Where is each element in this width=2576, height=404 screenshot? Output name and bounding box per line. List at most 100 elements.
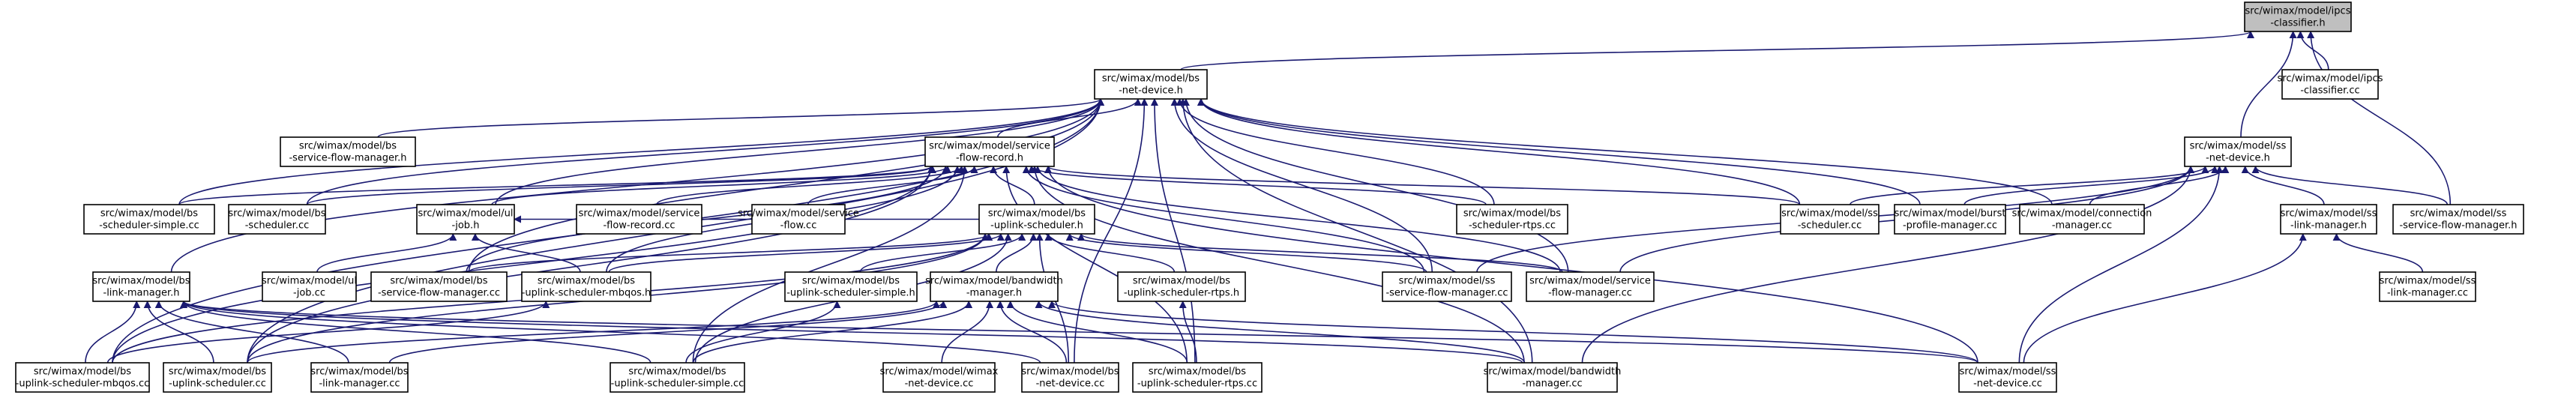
file-node-label: -uplink-scheduler.h: [990, 220, 1083, 232]
file-node-label: src/wimax/model/ul: [262, 276, 357, 287]
file-node-ss-netdev-cc[interactable]: src/wimax/model/ss-net-device.cc: [1958, 362, 2057, 393]
dependency-edge: [85, 301, 141, 364]
file-node-label: src/wimax/model/bs: [988, 208, 1086, 220]
file-node-box: [1780, 204, 1880, 235]
file-node-burst-pm-cc[interactable]: src/wimax/model/burst-profile-manager.cc: [1894, 204, 2006, 235]
dependency-edge: [685, 301, 841, 364]
dependency-edge: [2241, 166, 2325, 205]
file-node-ss-link-mgr-h[interactable]: src/wimax/model/ss-link-manager.h: [2280, 204, 2377, 235]
dependency-edge: [656, 166, 966, 205]
file-node-label: -uplink-scheduler-rtps.cc: [1137, 379, 1257, 390]
file-node-box: [15, 362, 150, 393]
file-node-label: -link-manager.cc: [2387, 288, 2468, 299]
file-node-wimax-netdev-cc[interactable]: src/wimax/model/wimax-net-device.cc: [880, 362, 999, 393]
file-node-bs-sched-simple-cc[interactable]: src/wimax/model/bs-scheduler-simple.cc: [83, 204, 215, 235]
file-node-bs-ul-mbqos-h[interactable]: src/wimax/model/bs-uplink-scheduler-mbqo…: [521, 271, 651, 302]
file-node-ss-sched-cc[interactable]: src/wimax/model/ss-scheduler.cc: [1780, 204, 1880, 235]
file-node-ss-sfm-cc[interactable]: src/wimax/model/ss-service-flow-manager.…: [1382, 271, 1512, 302]
file-node-label: src/wimax/model/bs: [1021, 367, 1119, 378]
file-node-box: [924, 136, 1055, 167]
file-node-label: src/wimax/model/bs: [390, 276, 487, 287]
dependency-edge: [2018, 166, 2224, 364]
dependency-edge: [1150, 98, 1196, 364]
file-node-label: src/wimax/model/ss: [1399, 276, 1496, 287]
dependency-edge: [2023, 233, 2307, 364]
dependency-edge: [1170, 98, 1433, 273]
file-node-bs-sched-cc[interactable]: src/wimax/model/bs-scheduler.cc: [228, 204, 326, 235]
dependency-edge: [316, 233, 457, 273]
file-node-label: -profile-manager.cc: [1903, 220, 1997, 232]
file-node-label: src/wimax/model/ipcs: [2278, 73, 2383, 85]
file-node-bs-ul-rtps-cc[interactable]: src/wimax/model/bs-uplink-scheduler-rtps…: [1132, 362, 1263, 393]
file-node-label: -service-flow-manager.h: [2399, 220, 2517, 232]
file-node-bs-ul-mbqos-cc[interactable]: src/wimax/model/bs-uplink-scheduler-mbqo…: [15, 362, 150, 393]
file-node-label: src/wimax/model/service: [738, 208, 859, 220]
file-node-bs-netdev-h[interactable]: src/wimax/model/bs-net-device.h: [1094, 69, 1208, 100]
file-node-bs-ul-simple-h[interactable]: src/wimax/model/bs-uplink-scheduler-simp…: [784, 271, 918, 302]
file-node-box: [521, 271, 651, 302]
file-node-box: [882, 362, 996, 393]
file-node-bs-ul-simple-cc[interactable]: src/wimax/model/bs-uplink-scheduler-simp…: [610, 362, 745, 393]
dependency-edge: [996, 301, 1068, 364]
file-node-box: [1487, 362, 1618, 393]
dependency-edge: [1581, 166, 2194, 364]
file-node-label: -net-device.h: [1119, 85, 1183, 97]
dependency-edge: [1180, 31, 2254, 70]
file-node-sf-record-cc[interactable]: src/wimax/model/service-flow-record.cc: [576, 204, 702, 235]
file-node-label: src/wimax/model/bs: [538, 276, 635, 287]
file-node-ul-job-cc[interactable]: src/wimax/model/ul-job.cc: [262, 271, 357, 302]
file-node-label: src/wimax/model/ss: [2190, 141, 2287, 152]
file-node-box: [1382, 271, 1512, 302]
file-node-sf-record-h[interactable]: src/wimax/model/service-flow-record.h: [924, 136, 1055, 167]
file-node-ul-job-h[interactable]: src/wimax/model/ul-job.h: [416, 204, 515, 235]
dependency-edge: [1179, 301, 1197, 364]
file-node-label: -service-flow-manager.h: [289, 153, 406, 164]
file-node-bs-sched-rtps-cc[interactable]: src/wimax/model/bs-scheduler-rtps.cc: [1456, 204, 1568, 235]
dependency-edge: [1035, 301, 1526, 364]
file-node-box: [2184, 136, 2292, 167]
file-node-sf-cc[interactable]: src/wimax/model/service-flow.cc: [738, 204, 859, 235]
dependency-edge: [2332, 233, 2424, 273]
node-layer: src/wimax/model/ipcs-classifier.h src/wim…: [15, 1, 2524, 393]
file-node-bs-link-mgr-cc[interactable]: src/wimax/model/bs-link-manager.cc: [310, 362, 409, 393]
file-node-conn-mgr-cc[interactable]: src/wimax/model/connection-manager.cc: [2012, 204, 2152, 235]
dependency-edge: [178, 98, 1104, 205]
file-node-box: [1094, 69, 1208, 100]
file-node-ss-netdev-h[interactable]: src/wimax/model/ss-net-device.h: [2184, 136, 2292, 167]
file-node-label: src/wimax/model/bandwidth: [1484, 367, 1622, 378]
dependency-edge: [491, 166, 951, 205]
file-node-label: src/wimax/model/bs: [34, 367, 131, 378]
file-node-label: src/wimax/model/bs: [299, 141, 397, 152]
file-node-bs-ul-sched-cc[interactable]: src/wimax/model/bs-uplink-scheduler.cc: [163, 362, 272, 393]
file-node-label: -net-device.cc: [1973, 379, 2042, 390]
file-node-bs-ul-sched-h[interactable]: src/wimax/model/bs-uplink-scheduler.h: [978, 204, 1095, 235]
file-node-bw-mgr-h[interactable]: src/wimax/model/bandwidth-manager.h: [925, 271, 1063, 302]
file-node-label: -uplink-scheduler-mbqos.cc: [16, 379, 150, 390]
file-node-box: [2019, 204, 2145, 235]
file-node-label: src/wimax/model/bs: [802, 276, 900, 287]
file-node-label: src/wimax/model/bs: [628, 367, 726, 378]
file-node-box: [310, 362, 409, 393]
file-node-bs-ul-rtps-h[interactable]: src/wimax/model/bs-uplink-scheduler-rtps…: [1117, 271, 1246, 302]
file-node-bw-mgr-cc[interactable]: src/wimax/model/bandwidth-manager.cc: [1484, 362, 1622, 393]
file-node-ss-ipcs-h[interactable]: src/wimax/model/ipcs-classifier.h: [2244, 1, 2352, 32]
file-node-bs-sfm-h[interactable]: src/wimax/model/bs-service-flow-manager.…: [280, 136, 416, 167]
file-node-bs-link-mgr-h[interactable]: src/wimax/model/bs-link-manager.h: [92, 271, 190, 302]
file-node-ss-link-mgr-cc[interactable]: src/wimax/model/ss-link-manager.cc: [2379, 271, 2476, 302]
file-node-box: [2379, 271, 2476, 302]
file-node-label: src/wimax/model/bs: [1133, 276, 1230, 287]
dependency-edge: [1179, 98, 1533, 364]
file-node-bs-netdev-cc[interactable]: src/wimax/model/bs-net-device.cc: [1021, 362, 1119, 393]
file-node-sf-mgr-cc[interactable]: src/wimax/model/service-flow-manager.cc: [1526, 271, 1655, 302]
dependency-edge: [941, 301, 994, 364]
dependency-edge: [468, 98, 1104, 273]
file-node-box: [370, 271, 508, 302]
file-node-ss-ipcs-cc[interactable]: src/wimax/model/ipcs-classifier.cc: [2278, 69, 2383, 100]
file-node-label: -service-flow-manager.cc: [1385, 288, 1508, 299]
file-node-bs-sfm-cc[interactable]: src/wimax/model/bs-service-flow-manager.…: [370, 271, 508, 302]
dependency-edge: [471, 233, 581, 273]
file-node-label: src/wimax/model/bs: [228, 208, 325, 220]
file-node-ss-sfm-h[interactable]: src/wimax/model/ss-service-flow-manager.…: [2392, 204, 2524, 235]
dependency-edge: [247, 301, 940, 364]
file-node-box: [1021, 362, 1119, 393]
